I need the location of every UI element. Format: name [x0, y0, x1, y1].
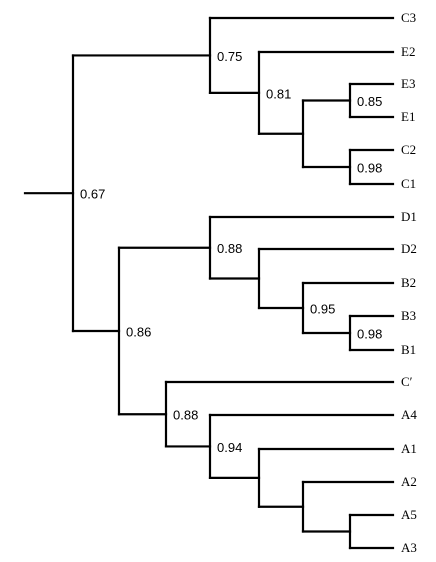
support-values: 0.85 0.98 0.81 0.75 0.98 0.95 0.88 0.94 0.88 0.86… [80, 49, 382, 455]
leaf-label-B3: B3 [401, 308, 416, 323]
leaf-label-A4: A4 [401, 407, 417, 422]
leaf-label-Cp: C′ [401, 374, 413, 389]
leaf-label-A3: A3 [401, 540, 417, 555]
leaf-label-A5: A5 [401, 507, 417, 522]
leaf-label-D1: D1 [401, 209, 417, 224]
support-value-b-group: 0.95 [310, 301, 335, 316]
support-value-e-c: 0.81 [266, 86, 291, 101]
leaf-label-C3: C3 [401, 10, 416, 25]
leaf-label-A1: A1 [401, 441, 417, 456]
support-value-c-a: 0.88 [173, 408, 198, 423]
support-value-e31: 0.85 [357, 94, 382, 109]
support-value-a-group: 0.94 [217, 440, 242, 455]
leaf-label-E1: E1 [401, 109, 415, 124]
leaf-label-E3: E3 [401, 76, 415, 91]
support-value-c-e: 0.75 [217, 49, 242, 64]
leaf-label-A2: A2 [401, 474, 417, 489]
support-value-d-b: 0.88 [217, 241, 242, 256]
leaf-label-B2: B2 [401, 275, 416, 290]
leaf-label-E2: E2 [401, 44, 415, 59]
support-value-root: 0.67 [80, 187, 105, 202]
support-value-b31: 0.98 [357, 326, 382, 341]
leaf-label-C2: C2 [401, 142, 416, 157]
leaf-label-B1: B1 [401, 342, 416, 357]
support-value-dba: 0.86 [126, 324, 151, 339]
support-value-c21: 0.98 [357, 160, 382, 175]
leaf-label-D2: D2 [401, 241, 417, 256]
tree-branches [23, 16, 395, 550]
leaf-label-C1: C1 [401, 176, 416, 191]
